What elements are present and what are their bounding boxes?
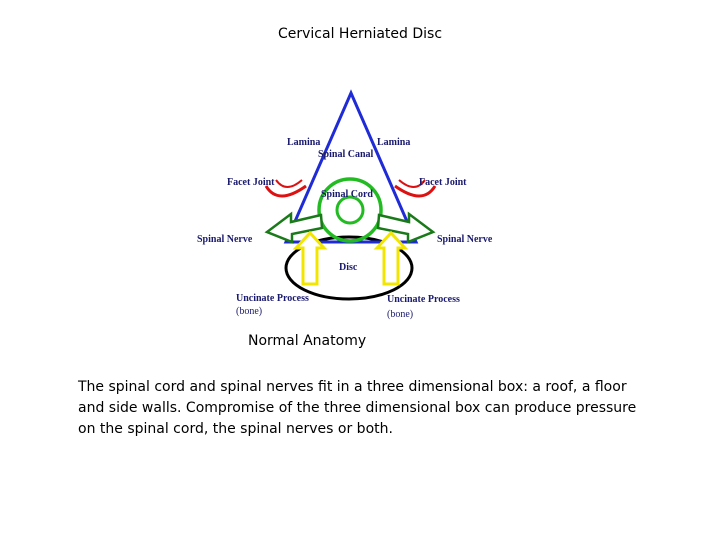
label-spinal-cord: Spinal Cord (321, 189, 373, 200)
label-spinal-canal: Spinal Canal (318, 149, 374, 160)
caption-line: The spinal cord and spinal nerves fit in… (78, 379, 627, 395)
label-disc: Disc (339, 262, 358, 273)
label-uncinate-right: Uncinate Process (387, 294, 460, 305)
label-spinal-nerve-left: Spinal Nerve (197, 234, 253, 245)
label-facet-joint-right: Facet Joint (419, 177, 467, 188)
caption-body: The spinal cord and spinal nerves fit in… (78, 377, 678, 440)
label-facet-joint-left: Facet Joint (227, 177, 275, 188)
spinal-nerve-left-arrow (264, 211, 324, 244)
caption-heading: Normal Anatomy (248, 333, 367, 349)
disc-shape (284, 235, 414, 301)
label-spinal-nerve-right: Spinal Nerve (437, 234, 493, 245)
facet-joint-right-shape (394, 184, 437, 198)
caption-line: on the spinal cord, the spinal nerves or… (78, 421, 393, 437)
facet-joint-right-shape-inner (398, 179, 426, 188)
page-title: Cervical Herniated Disc (277, 26, 443, 42)
uncinate-right-arrow (373, 230, 409, 286)
spinal-nerve-right-arrow (376, 211, 436, 244)
facet-joint-left-shape-inner (275, 179, 303, 188)
label-bone-right: (bone) (387, 309, 413, 320)
uncinate-left-arrow (292, 230, 328, 286)
spinal-cord-outer (317, 177, 383, 243)
label-lamina-left: Lamina (287, 137, 320, 148)
facet-joint-left-shape (264, 184, 307, 198)
label-lamina-right: Lamina (377, 137, 410, 148)
caption-line: and side walls. Compromise of the three … (78, 400, 637, 416)
label-bone-left: (bone) (236, 306, 262, 317)
label-uncinate-left: Uncinate Process (236, 293, 309, 304)
spinal-cord-inner (335, 195, 365, 225)
